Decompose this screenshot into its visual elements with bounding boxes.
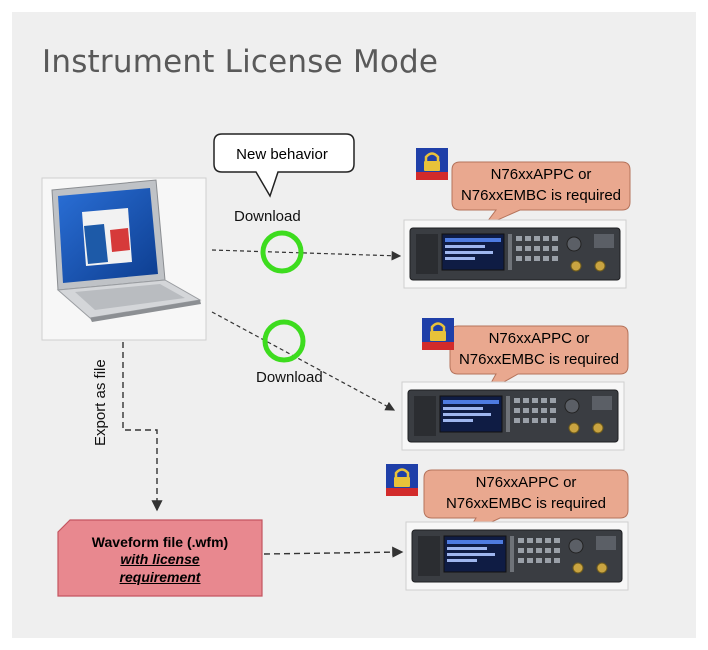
waveform-file-box: Waveform file (.wfm) with license requir… — [58, 520, 262, 596]
waveform-file-title: Waveform file (.wfm) — [91, 534, 229, 550]
lock-icon — [416, 148, 448, 180]
callout-3-line1: N76xxAPPC or — [475, 474, 577, 491]
signal-generator-icon — [405, 521, 629, 591]
download-arrow-2 — [211, 311, 396, 411]
callout-2-line2: N76xxEMBC is required — [458, 351, 620, 368]
download-label-2: Download — [256, 369, 323, 386]
callout-1-line2: N76xxEMBC is required — [460, 187, 622, 204]
callout-1-line1: N76xxAPPC or — [490, 166, 592, 183]
callout-3-line2: N76xxEMBC is required — [445, 495, 607, 512]
waveform-file-shape — [57, 519, 263, 597]
laptop-icon — [41, 177, 207, 341]
lock-icon — [422, 318, 454, 350]
new-behavior-label: New behavior — [236, 146, 328, 163]
waveform-file-sub-2: requirement — [119, 569, 201, 585]
export-as-file-label: Export as file — [92, 359, 109, 446]
callout-1-text: N76xxAPPC or N76xxEMBC is required — [452, 164, 630, 206]
download-arrow-1 — [211, 249, 402, 261]
signal-generator-icon — [403, 219, 627, 289]
export-arrow — [122, 342, 163, 512]
highlight-ring-2 — [262, 319, 306, 363]
callout-1 — [451, 161, 631, 228]
page-title: Instrument License Mode — [42, 44, 439, 80]
waveform-file-sub-1: with license — [120, 551, 200, 567]
highlight-ring-1 — [260, 230, 304, 274]
lock-icon — [386, 464, 418, 496]
callout-2-text: N76xxAPPC or N76xxEMBC is required — [450, 328, 628, 370]
callout-2-line1: N76xxAPPC or — [488, 330, 590, 347]
callout-3-text: N76xxAPPC or N76xxEMBC is required — [424, 472, 628, 514]
file-to-instrument-arrow — [263, 546, 404, 558]
signal-generator-icon — [401, 381, 625, 451]
new-behavior-bubble — [213, 133, 355, 198]
download-label-1: Download — [234, 208, 301, 225]
